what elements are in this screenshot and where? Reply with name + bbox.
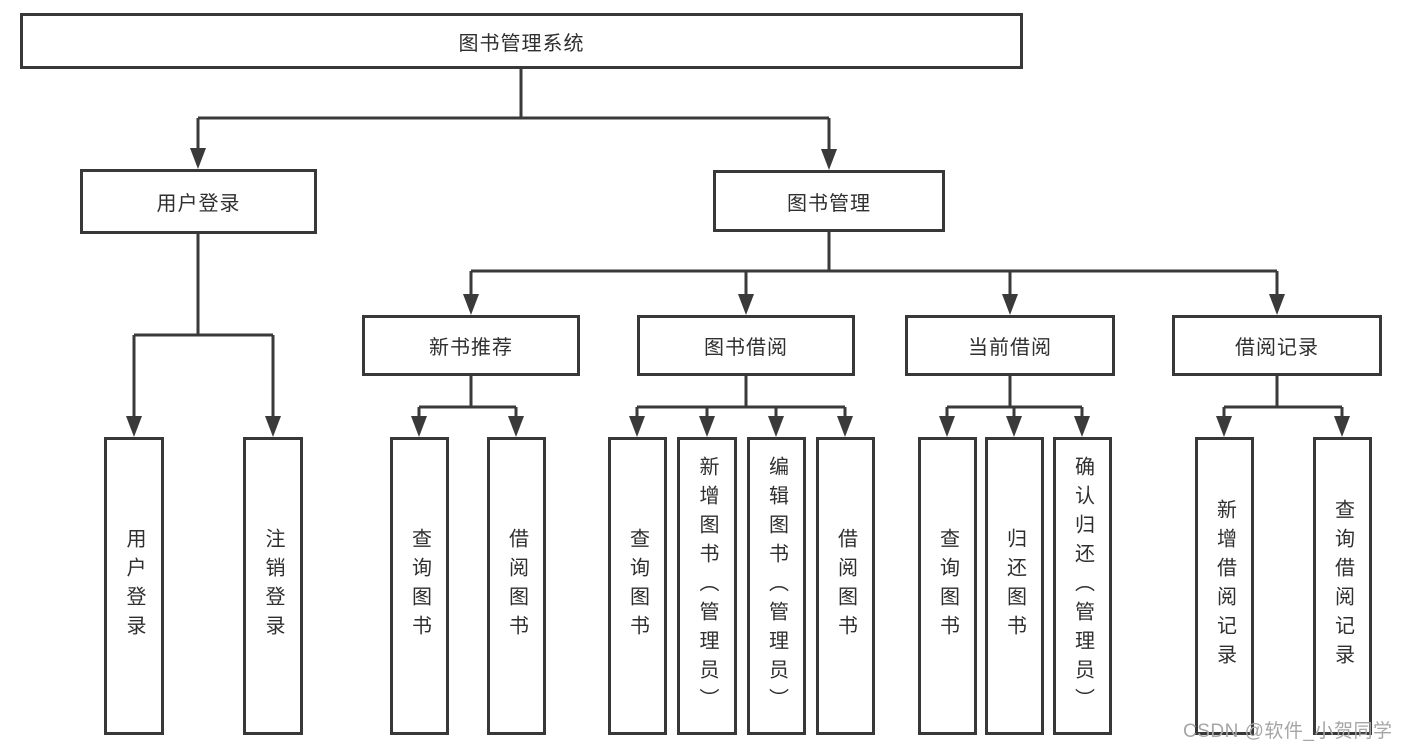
node-label: 确认归还（管理员）: [1071, 455, 1094, 717]
leaf-query-books-borrow: 查询图书: [608, 437, 667, 735]
node-label: 用户登录: [123, 528, 145, 644]
node-user-login: 用户登录: [80, 169, 317, 234]
node-label: 新增图书（管理员）: [696, 455, 718, 717]
node-label: 编辑图书（管理员）: [765, 455, 788, 717]
node-label: 新增借阅记录: [1213, 499, 1236, 673]
node-label: 查询图书: [626, 528, 649, 644]
node-label: 新书推荐: [429, 337, 513, 359]
node-book-management: 图书管理: [713, 170, 945, 232]
node-label: 图书管理系统: [458, 32, 585, 55]
leaf-user-login: 用户登录: [104, 437, 164, 735]
node-label: 查询图书: [936, 528, 959, 644]
node-label: 归还图书: [1003, 528, 1026, 644]
leaf-confirm-return-admin: 确认归还（管理员）: [1053, 437, 1112, 735]
leaf-query-borrow-record: 查询借阅记录: [1313, 437, 1372, 735]
leaf-borrow-books-recommend: 借阅图书: [487, 437, 546, 735]
node-label: 借阅记录: [1235, 337, 1319, 359]
node-label: 当前借阅: [968, 337, 1052, 359]
node-label: 借阅图书: [834, 528, 857, 644]
leaf-query-books-recommend: 查询图书: [390, 437, 449, 735]
node-book-borrow: 图书借阅: [637, 315, 855, 376]
node-current-borrow: 当前借阅: [905, 315, 1115, 376]
node-borrow-records: 借阅记录: [1172, 315, 1382, 376]
node-label: 注销登录: [262, 528, 284, 644]
leaf-logout: 注销登录: [243, 437, 303, 735]
node-label: 查询图书: [408, 528, 431, 644]
node-label: 用户登录: [156, 193, 241, 215]
node-new-book-recommend: 新书推荐: [362, 315, 580, 376]
leaf-return-books: 归还图书: [985, 437, 1044, 735]
node-label: 借阅图书: [505, 528, 528, 644]
node-label: 图书借阅: [704, 337, 788, 359]
leaf-borrow-books: 借阅图书: [816, 437, 875, 735]
node-library-management-system: 图书管理系统: [20, 13, 1023, 69]
leaf-add-borrow-record: 新增借阅记录: [1195, 437, 1254, 735]
node-label: 查询借阅记录: [1331, 499, 1354, 673]
leaf-query-books-current: 查询图书: [918, 437, 977, 735]
leaf-add-books-admin: 新增图书（管理员）: [677, 437, 737, 735]
leaf-edit-books-admin: 编辑图书（管理员）: [747, 437, 806, 735]
node-label: 图书管理: [787, 192, 871, 215]
csdn-watermark: CSDN @软件_小贺同学: [1183, 721, 1393, 742]
